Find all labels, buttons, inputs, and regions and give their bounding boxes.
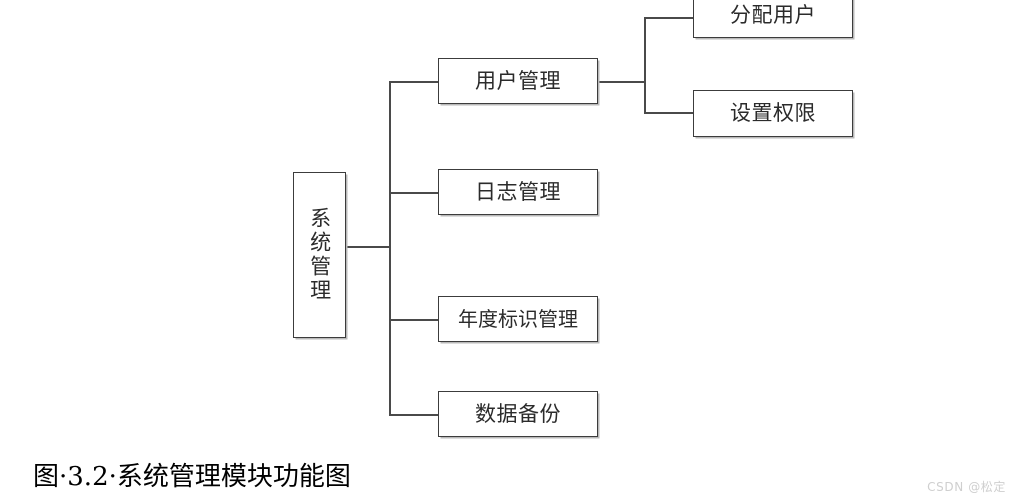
- connector-main-trunk: [389, 81, 391, 415]
- connector-trunk-to-year-mgmt: [389, 319, 439, 321]
- node-set-permissions: 设置权限: [693, 90, 853, 137]
- connector-user-mgmt-to-subtrunk: [598, 81, 646, 83]
- node-log-management-label: 日志管理: [475, 179, 561, 204]
- connector-root-to-trunk: [345, 246, 391, 248]
- connector-subtrunk-to-assign-user: [644, 17, 694, 19]
- node-assign-user: 分配用户: [693, 0, 853, 38]
- node-system-management: 系统管理: [293, 172, 346, 338]
- node-set-permissions-label: 设置权限: [730, 101, 816, 126]
- connector-trunk-to-data-backup: [389, 414, 439, 416]
- connector-sub-trunk: [644, 17, 646, 113]
- connector-trunk-to-log-mgmt: [389, 192, 439, 194]
- connector-trunk-to-user-mgmt: [389, 81, 439, 83]
- node-data-backup-label: 数据备份: [475, 401, 561, 426]
- node-data-backup: 数据备份: [438, 391, 598, 437]
- node-log-management: 日志管理: [438, 169, 598, 215]
- figure-caption: 图·3.2·系统管理模块功能图: [33, 462, 351, 492]
- node-annual-identifier-management: 年度标识管理: [438, 296, 598, 342]
- node-annual-identifier-management-label: 年度标识管理: [458, 306, 578, 331]
- connector-subtrunk-to-set-perm: [644, 112, 694, 114]
- node-assign-user-label: 分配用户: [730, 2, 816, 27]
- node-user-management-label: 用户管理: [475, 68, 561, 93]
- csdn-watermark: CSDN @松定: [927, 480, 1006, 494]
- node-user-management: 用户管理: [438, 58, 598, 104]
- node-system-management-label: 系统管理: [307, 207, 332, 303]
